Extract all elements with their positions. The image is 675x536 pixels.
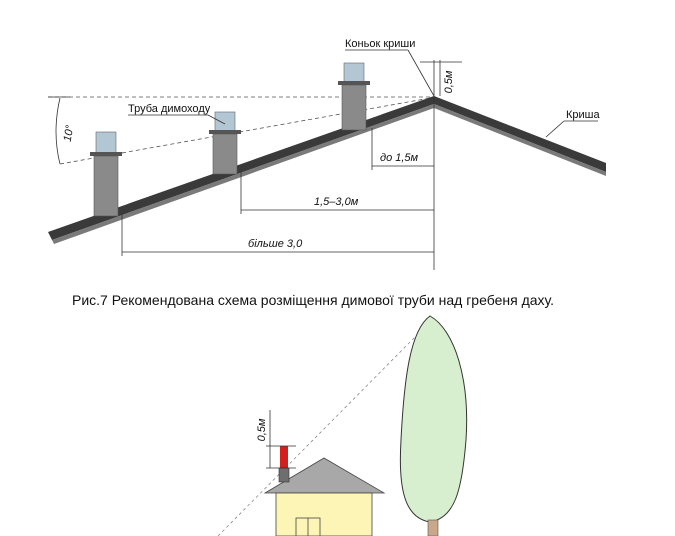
tree-trunk — [427, 519, 439, 536]
house-chimney-base — [278, 467, 290, 483]
lower-height-label: 0,5м — [256, 418, 268, 441]
tree-crown — [399, 315, 468, 523]
chimney-middle — [209, 111, 241, 175]
sight-dashed-line — [217, 333, 419, 536]
height-top-label: 0,5м — [443, 70, 455, 93]
dist-far-label: більше 3,0 — [248, 238, 303, 250]
dist-mid-label: 1,5–3,0м — [314, 196, 359, 208]
angle-label: 10° — [62, 124, 77, 143]
left-roof-slope — [48, 96, 434, 240]
chimney-leader-d — [207, 114, 226, 125]
house-wall — [275, 492, 373, 536]
roof-label: Криша — [566, 109, 600, 121]
right-roof-inner — [434, 104, 606, 176]
ten-degree-dashed-line — [59, 96, 437, 165]
roof-leader-d — [545, 120, 565, 138]
upper-figure: 10° 0,5м Коньок — [48, 38, 606, 270]
chimney-label: Труба димоходу — [128, 103, 211, 115]
figure-caption: Рис.7 Рекомендована схема розміщення дим… — [72, 292, 554, 308]
dist-near-label: до 1,5м — [380, 152, 419, 164]
ridge-label: Коньок криши — [345, 38, 415, 50]
left-roof-inner — [52, 104, 434, 244]
ridge-leader-d — [407, 49, 435, 97]
chimney-near — [338, 62, 370, 131]
lower-figure: 0,5м — [217, 315, 468, 536]
angle-arc — [55, 97, 61, 165]
chimney-far — [90, 131, 122, 217]
house-chimney-red — [280, 446, 288, 468]
right-roof-slope — [434, 96, 606, 172]
